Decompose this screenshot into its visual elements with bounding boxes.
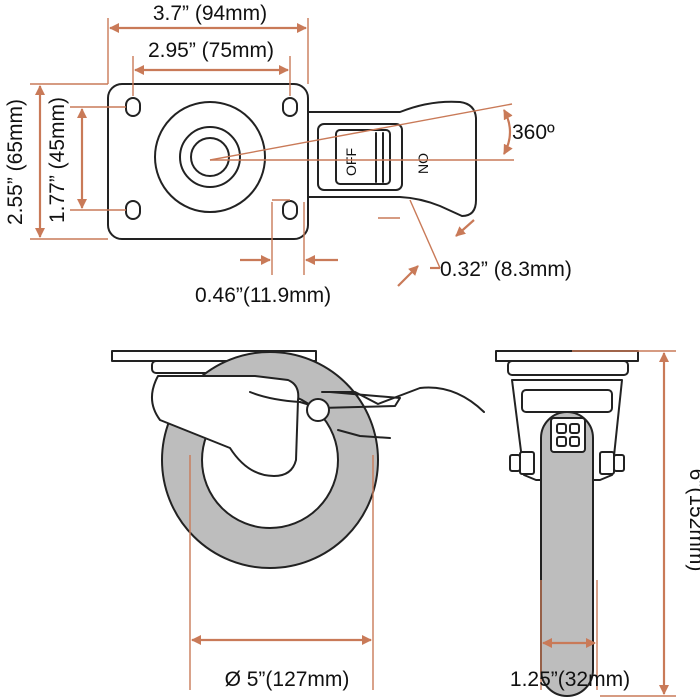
front-plate [495,350,639,362]
brake-on-label: NO [415,153,431,174]
width-outer-label: 3.7” (94mm) [153,2,267,25]
brake-lever [307,100,477,217]
brake-pedal-frame [317,123,403,191]
rotation-label: 360º [512,121,555,144]
height-label: 6”(152mm) [685,469,700,572]
wheel-diameter-label: Ø 5”(127mm) [225,668,350,691]
swivel-outer-ring [154,101,266,213]
height-holes-label: 1.77” (45mm) [46,97,69,223]
side-brake-lever [321,386,485,413]
front-view: 6”(152mm) 1.25”(32mm) [495,350,700,697]
hole-slot-label: 0.46”(11.9mm) [195,284,331,307]
bolt-hole-bottom-right [282,200,298,220]
wheel-width-label: 1.25”(32mm) [510,668,630,691]
top-view: OFF NO 360º 3.7” (94mm) 2.95” (75mm) 2.5… [4,2,572,307]
side-fork [151,375,300,477]
width-holes-label: 2.95” (75mm) [148,39,274,62]
side-view: Ø 5”(127mm) [111,350,485,691]
slot-width-label: 0.32” (8.3mm) [440,258,572,281]
brake-off-label: OFF [343,148,359,176]
brake-pedal [335,129,391,185]
swivel-middle-ring [179,126,241,188]
height-outer-label: 2.55” (65mm) [4,99,27,225]
bolt-hole-top-right [282,97,298,117]
front-wheel [540,411,594,697]
